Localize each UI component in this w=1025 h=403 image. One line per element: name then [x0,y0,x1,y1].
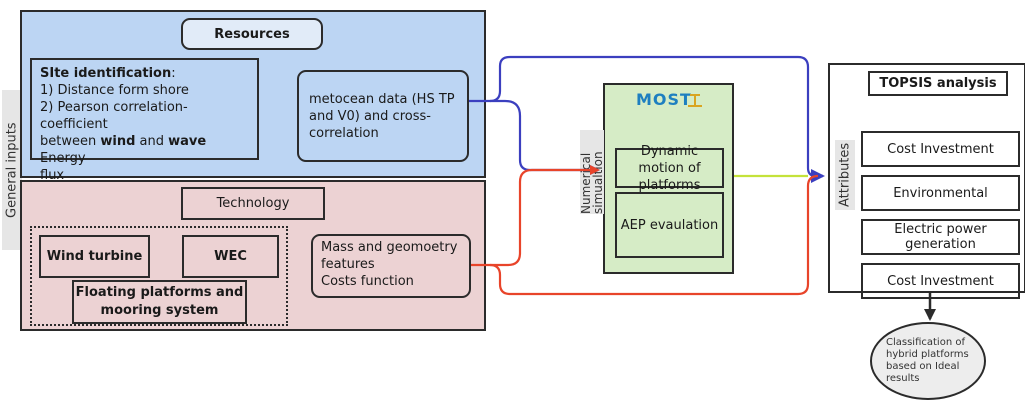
floating-platforms-box: Floating platforms and mooring system [72,280,247,324]
site-line-4: flux [40,168,65,183]
most-logo: MOST [636,89,692,109]
attribute-environmental: Environmental [861,175,1020,211]
technology-panel [20,180,486,331]
attribute-cost-investment-1: Cost Investment [861,131,1020,167]
resources-title: Resources [181,18,323,50]
dynamic-motion-box: Dynamic motion of platforms [615,144,724,193]
attribute-cost-investment-2: Cost Investment [861,263,1020,299]
site-line-3: between wind and wave Energy [40,134,207,166]
mass-line-1: Mass and geomoetry [321,240,458,255]
topsis-title: TOPSIS analysis [868,71,1008,96]
site-heading-colon: : [171,66,176,81]
technology-group-dotted [30,226,288,326]
classification-ellipse [870,322,986,400]
mass-line-2: features [321,257,375,272]
wave-word: wave [168,134,207,149]
general-inputs-label: General inputs [2,90,22,250]
mass-geometry-box: Mass and geomoetry features Costs functi… [311,234,471,298]
site-identification-box: SIte identification: 1) Distance form sh… [30,58,259,183]
attribute-electric-power: Electric power generation [861,219,1020,255]
wind-turbine-box: Wind turbine [39,235,150,278]
metocean-data-box: metocean data (HS TP and V0) and cross-c… [297,70,469,162]
wind-word: wind [100,134,136,149]
technology-title: Technology [181,187,325,220]
site-identification-heading: SIte identification [40,66,172,81]
mass-line-3: Costs function [321,274,414,289]
site-line-1: 1) Distance form shore [40,83,189,98]
classification-text: Classification of hybrid platforms based… [886,337,969,384]
wec-box: WEC [182,235,279,278]
numerical-simulation-label: Numerical simualtion [579,130,605,214]
site-line-2: 2) Pearson correlation-coefficient [40,100,188,132]
attributes-label: Attributes [835,140,855,210]
aep-evaluation-box: AEP evaulation [615,192,724,258]
